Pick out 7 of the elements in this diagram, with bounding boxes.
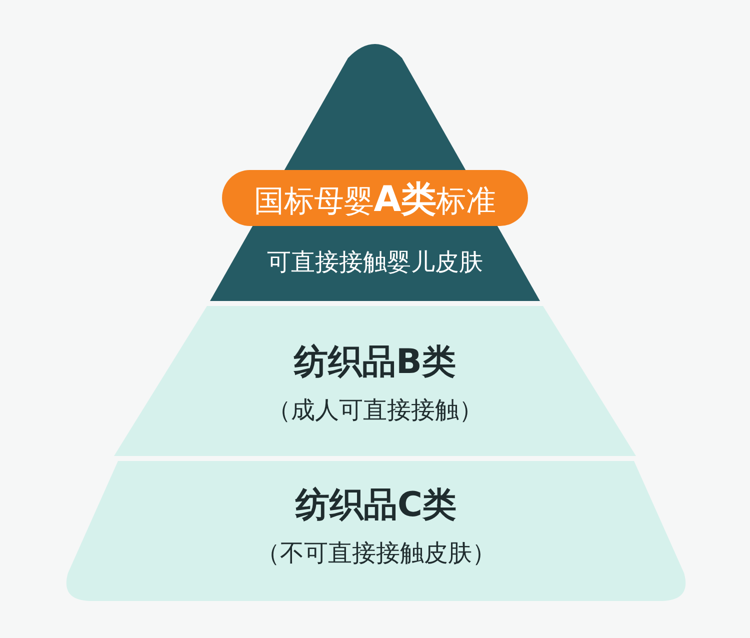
tier-description: （成人可直接接触） <box>267 396 483 425</box>
tier-heading: 纺织品C类 <box>296 485 456 526</box>
tier-description: 可直接接触婴儿皮肤 <box>267 248 483 277</box>
tier-heading: 纺织品B类 <box>294 342 456 383</box>
tier-description: （不可直接接触皮肤） <box>256 539 496 568</box>
pyramid-middle-tier <box>114 306 636 456</box>
banner-text: 国标母婴A类标准 <box>254 179 496 222</box>
